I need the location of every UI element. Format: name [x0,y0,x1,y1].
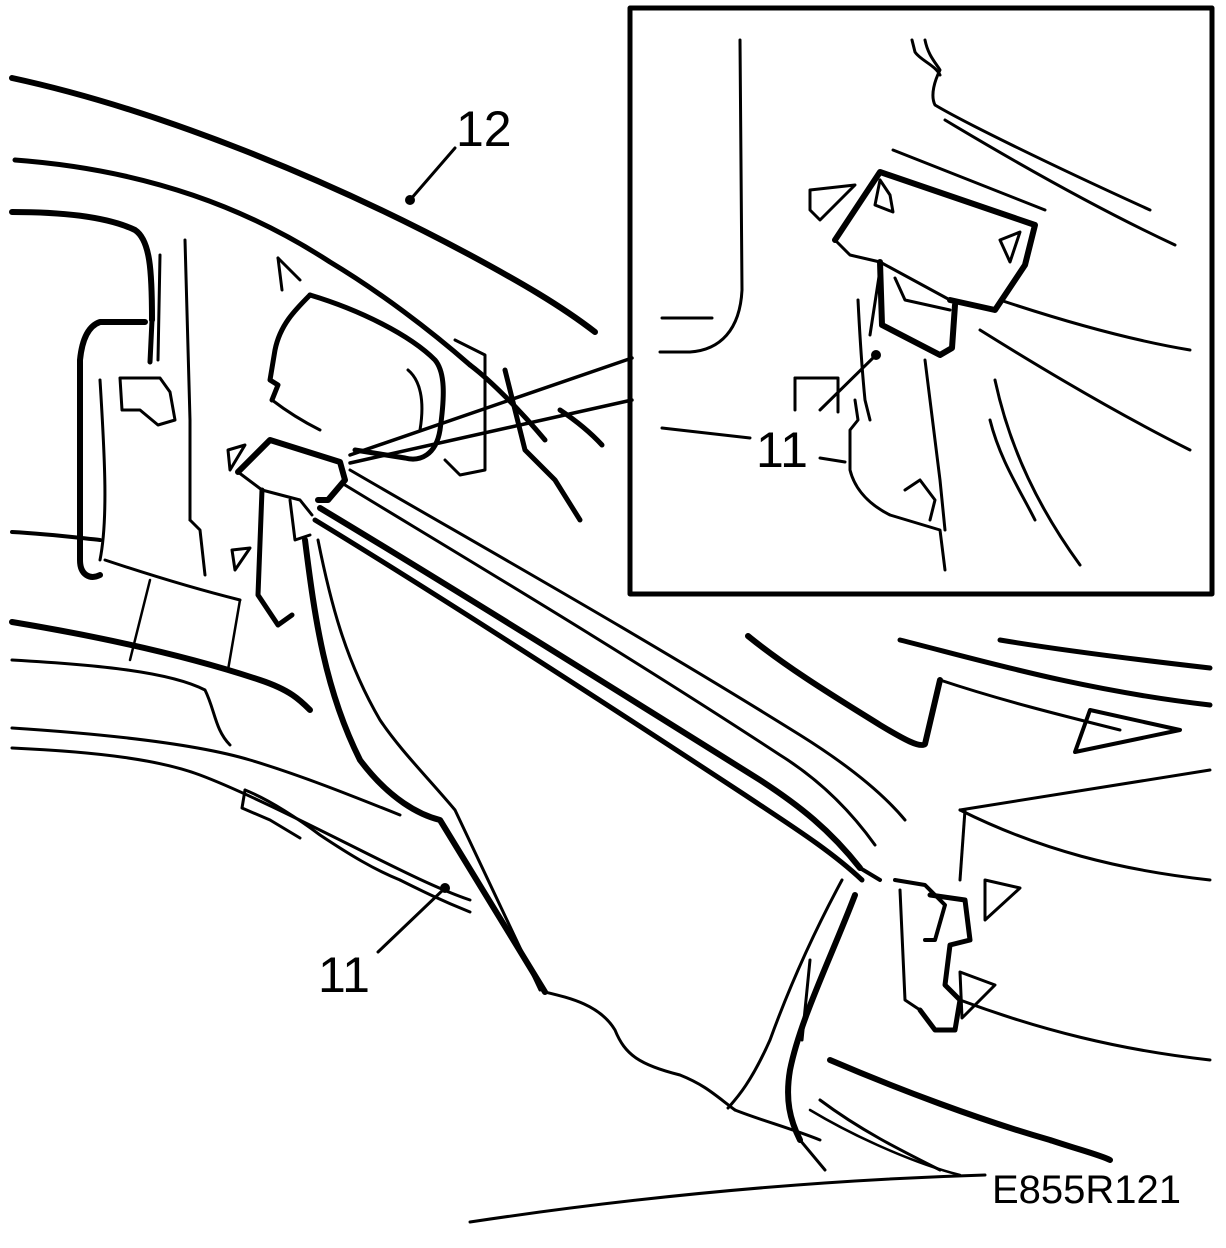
leader-11-main [376,883,450,954]
roof-edge [9,75,605,448]
sill-lines [9,619,472,914]
callout-label-11-main: 11 [318,947,370,1003]
detail-inset-frame [627,5,1215,597]
zoom-lines [348,356,634,465]
callout-label-12: 12 [456,101,512,157]
window-seal [312,468,907,883]
lower-clip [893,878,973,1033]
drawing-code: E855R121 [992,1168,1182,1212]
console-box [267,256,583,523]
a-pillar-lower [726,878,1113,1177]
callout-label-11-inset: 11 [756,422,808,478]
dashboard [745,633,1213,1062]
inset-detail [658,38,1192,572]
floor-line [468,1173,987,1224]
upper-clip [226,437,348,628]
leader-11-inset [818,350,881,412]
trim-panel [302,537,822,1142]
leader-12 [405,146,457,205]
door-pillar [9,209,242,672]
